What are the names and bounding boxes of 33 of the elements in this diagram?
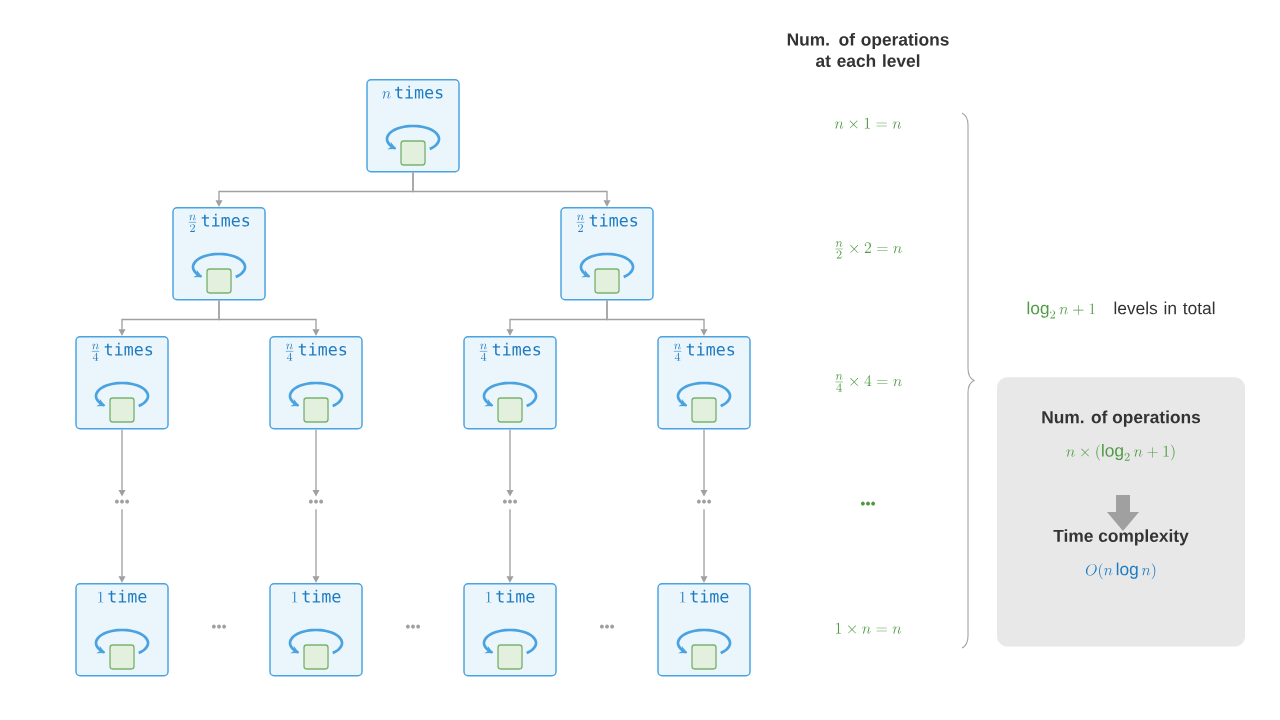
ellipsis: •••	[599, 624, 615, 629]
arrow	[412, 171, 611, 207]
process-box: $\frac{n}{2}$ times	[172, 207, 266, 301]
ellipsis: •••	[308, 499, 324, 504]
column-heading: Num. of operations at each level	[787, 32, 949, 67]
process-box: $1$ time	[75, 583, 169, 677]
level-count-note: $\log_2 n + 1$ levels in total	[1027, 301, 1215, 319]
process-box: $n$ times	[366, 79, 460, 173]
process-box: $1$ time	[269, 583, 363, 677]
process-box: $\frac{n}{2}$ times	[560, 207, 654, 301]
ellipsis: •••	[860, 501, 876, 506]
process-box: $\frac{n}{4}$ times	[75, 336, 169, 430]
arrow	[312, 508, 320, 583]
ellipsis: •••	[502, 499, 518, 504]
arrow	[506, 508, 514, 583]
formula: $1 \times n = n$	[835, 622, 902, 634]
ellipsis: •••	[114, 499, 130, 504]
arrow	[700, 508, 708, 583]
arrow	[218, 299, 320, 336]
formula: $\frac{n}{4} \times 4 = n$	[835, 374, 902, 392]
process-box: $1$ time	[657, 583, 751, 677]
arrow	[118, 508, 126, 583]
ellipsis: •••	[405, 624, 421, 629]
process-box: $\frac{n}{4}$ times	[269, 336, 363, 430]
formula: $\frac{n}{2} \times 2 = n$	[835, 241, 902, 259]
arrow	[606, 299, 708, 336]
ellipsis: •••	[696, 499, 712, 504]
process-box: $\frac{n}{4}$ times	[463, 336, 557, 430]
process-box: $\frac{n}{4}$ times	[657, 336, 751, 430]
process-box: $1$ time	[463, 583, 557, 677]
ellipsis: •••	[211, 624, 227, 629]
result-panel: Num. of operations $n \times (\log_2 n + 1)$ Time complexity $O(n \log n)$	[997, 377, 1245, 647]
formula: $n \times 1 = n$	[834, 117, 902, 129]
